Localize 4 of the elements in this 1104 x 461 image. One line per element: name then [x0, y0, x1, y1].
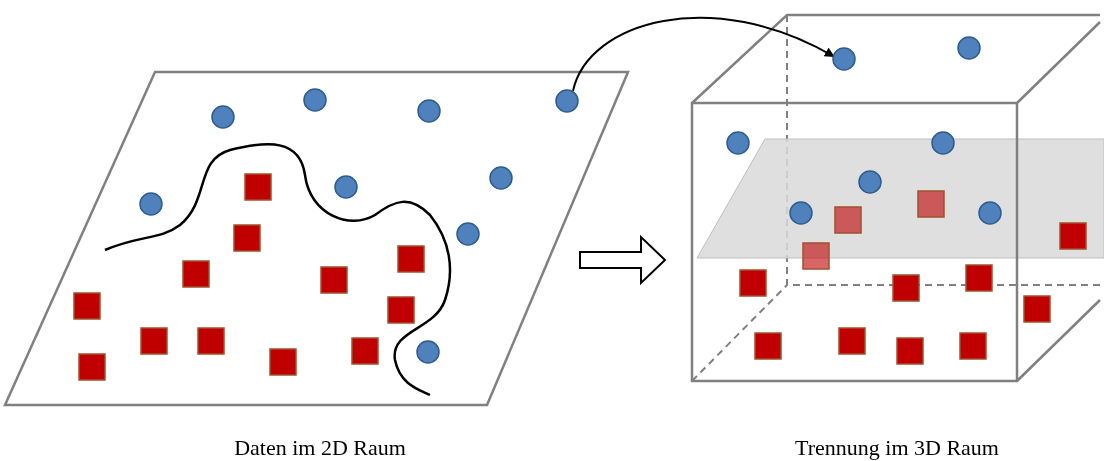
node-label: Trennung im 3D Raum: [795, 435, 999, 461]
node-label: Daten im 2D Raum: [234, 435, 406, 461]
arrow: [572, 17, 835, 92]
arrow: [579, 234, 667, 286]
